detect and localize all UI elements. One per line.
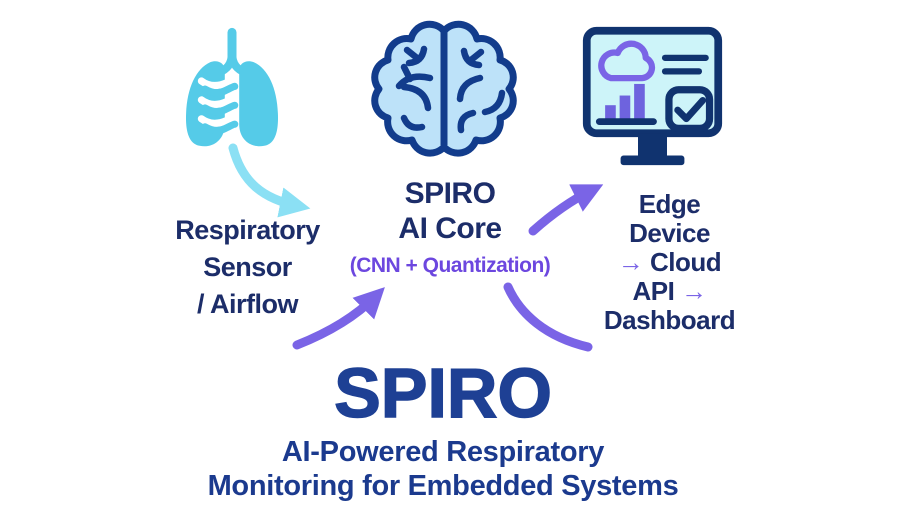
- brain-folds: [395, 45, 506, 134]
- brain-icon: [364, 14, 524, 166]
- output-line1: Edge: [638, 189, 701, 219]
- bar-chart-icon: [595, 83, 657, 126]
- brain-shape: [375, 24, 514, 153]
- ai-core-name-line1: SPIRO: [404, 177, 496, 210]
- right-arrow-glyph: →: [617, 247, 644, 277]
- sensor-label-line2: Sensor: [203, 252, 292, 282]
- sensor-label-line3: / Airflow: [197, 289, 299, 319]
- output-line3: → Cloud: [572, 248, 767, 277]
- sensor-flow-arrow: [228, 143, 311, 218]
- ai-core-name-line2: AI Core: [398, 212, 502, 245]
- output-label: Edge Device → Cloud API → Dashboard: [572, 190, 767, 335]
- output-line4-word: API: [632, 276, 675, 306]
- text-lines-icon: [661, 54, 709, 75]
- monitor-base: [620, 155, 685, 166]
- lungs-icon: [185, 27, 279, 147]
- ai-core-label: SPIRO AI Core (CNN + Quantization): [345, 176, 555, 278]
- sensor-label-line1: Respiratory: [175, 215, 320, 245]
- monitor-neck: [638, 133, 667, 159]
- ai-core-name: SPIRO AI Core: [345, 176, 555, 246]
- output-line2: Device: [629, 218, 710, 248]
- output-line4: API →: [572, 277, 767, 306]
- sensor-label: Respiratory Sensor / Airflow: [125, 212, 370, 323]
- right-arrow-glyph: →: [681, 276, 707, 306]
- output-line3-word: Cloud: [650, 247, 722, 277]
- lungs-shape: [185, 27, 279, 147]
- subtitle-line1: AI-Powered Respiratory: [281, 436, 605, 468]
- page-subtitle: AI-Powered Respiratory Monitoring for Em…: [0, 435, 886, 503]
- subtitle-line2: Monitoring for Embedded Systems: [207, 470, 679, 502]
- checkbox-icon: [665, 86, 714, 133]
- page-title: SPIRO: [333, 354, 552, 432]
- ai-core-detail: (CNN + Quantization): [349, 254, 551, 277]
- output-line5: Dashboard: [603, 305, 736, 335]
- cloud-icon: [598, 40, 656, 82]
- monitor-dashboard-icon: [582, 26, 723, 166]
